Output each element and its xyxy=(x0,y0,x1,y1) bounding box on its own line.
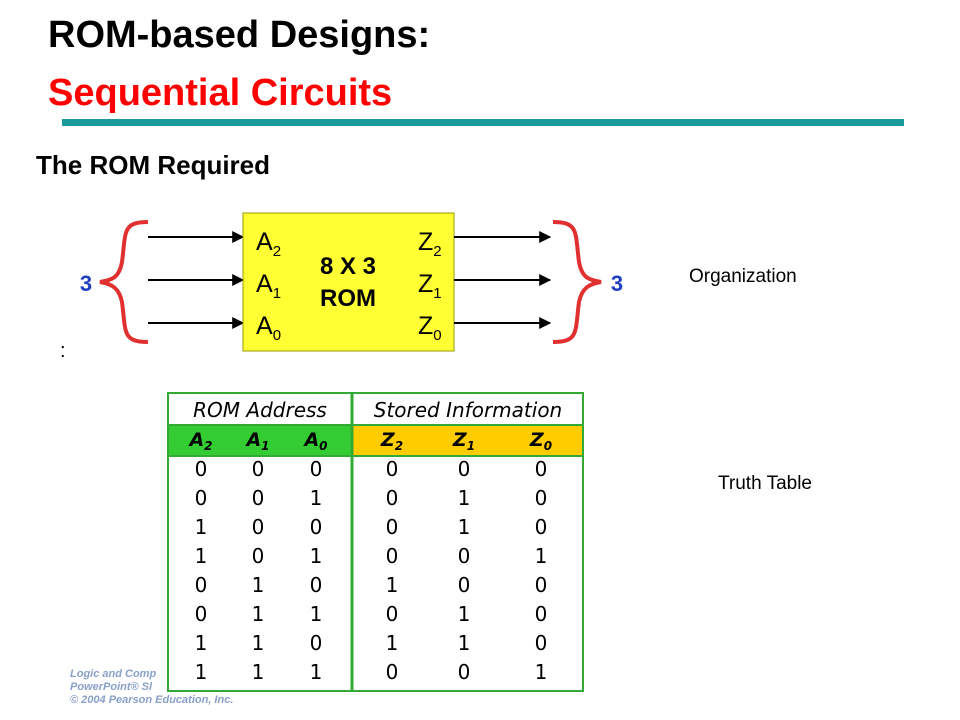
output-label-z2: Z2 xyxy=(418,228,442,260)
truth-table-label: Truth Table xyxy=(718,473,812,494)
table-cell: 1 xyxy=(386,631,399,655)
table-cell: 1 xyxy=(310,602,323,626)
table-cell: 0 xyxy=(310,515,323,539)
table-row: 1 1 1 0 0 1 xyxy=(195,660,548,684)
organization-label: Organization xyxy=(689,266,797,287)
table-cell: 0 xyxy=(535,515,548,539)
section-heading: The ROM Required xyxy=(36,150,271,180)
table-cell: 0 xyxy=(252,486,265,510)
table-cell: 0 xyxy=(252,515,265,539)
table-cell: 1 xyxy=(310,544,323,568)
table-cell: 0 xyxy=(310,457,323,481)
table-row: 0 1 1 0 1 0 xyxy=(195,602,548,626)
title-divider xyxy=(62,119,904,126)
table-cell: 0 xyxy=(458,457,471,481)
table-cell: 0 xyxy=(310,573,323,597)
table-cell: 1 xyxy=(458,602,471,626)
slide-title: ROM-based Designs: xyxy=(48,14,431,56)
table-cell: 0 xyxy=(386,660,399,684)
output-label-z0: Z0 xyxy=(418,312,442,344)
output-label-z1: Z1 xyxy=(418,270,442,302)
table-cell: 1 xyxy=(458,515,471,539)
rom-size-label: 8 X 3 xyxy=(320,253,376,280)
column-header-a1: A1 xyxy=(244,429,269,453)
column-header-z2: Z2 xyxy=(380,429,403,453)
table-cell: 1 xyxy=(195,631,208,655)
rom-box xyxy=(242,212,455,352)
table-cell: 1 xyxy=(310,660,323,684)
table-cell: 1 xyxy=(252,631,265,655)
table-cell: 0 xyxy=(535,486,548,510)
rom-name-label: ROM xyxy=(320,285,376,312)
table-cell: 0 xyxy=(535,457,548,481)
table-cell: 0 xyxy=(535,602,548,626)
table-cell: 0 xyxy=(535,573,548,597)
table-row: 1 0 1 0 0 1 xyxy=(195,544,548,568)
output-brace xyxy=(552,220,602,344)
table-cell: 0 xyxy=(458,544,471,568)
table-cell: 0 xyxy=(535,631,548,655)
table-cell: 1 xyxy=(195,544,208,568)
table-cell: 0 xyxy=(386,544,399,568)
column-header-z1: Z1 xyxy=(452,429,475,453)
table-row: 0 0 1 0 1 0 xyxy=(195,486,548,510)
table-cell: 1 xyxy=(252,602,265,626)
table-cell: 0 xyxy=(386,486,399,510)
slide-title-highlight: Sequential Circuits xyxy=(48,72,393,114)
input-label-a2: A2 xyxy=(256,228,281,260)
table-cell: 1 xyxy=(458,631,471,655)
table-cell: 1 xyxy=(252,573,265,597)
address-header-bar xyxy=(169,426,352,455)
copyright-notice: Logic and Comp PowerPoint® Sl © 2004 Pea… xyxy=(70,668,234,706)
input-label-a1: A1 xyxy=(256,270,281,302)
output-count: 3 xyxy=(611,271,623,296)
input-label-a0: A0 xyxy=(256,312,281,344)
group-header-stored-information: Stored Information xyxy=(374,398,562,422)
table-cell: 1 xyxy=(458,486,471,510)
table-cell: 0 xyxy=(195,457,208,481)
column-header-a2: A2 xyxy=(187,429,212,453)
table-cell: 1 xyxy=(535,660,548,684)
table-cell: 0 xyxy=(195,602,208,626)
table-cell: 0 xyxy=(252,457,265,481)
table-row: 0 1 0 1 0 0 xyxy=(195,573,548,597)
table-cell: 1 xyxy=(535,544,548,568)
table-row: 0 0 0 0 0 0 xyxy=(195,457,548,481)
table-cell: 0 xyxy=(310,631,323,655)
table-row: 1 0 0 0 1 0 xyxy=(195,515,548,539)
table-cell: 1 xyxy=(386,573,399,597)
table-cell: 0 xyxy=(195,573,208,597)
table-cell: 0 xyxy=(458,660,471,684)
table-cell: 1 xyxy=(252,660,265,684)
group-header-rom-address: ROM Address xyxy=(193,398,327,422)
column-header-z0: Z0 xyxy=(529,429,552,453)
column-header-a0: A0 xyxy=(302,429,327,453)
table-cell: 0 xyxy=(386,602,399,626)
table-cell: 0 xyxy=(195,486,208,510)
info-header-bar xyxy=(353,426,582,455)
table-cell: 0 xyxy=(386,457,399,481)
table-cell: 1 xyxy=(310,486,323,510)
table-cell: 0 xyxy=(386,515,399,539)
table-cell: 1 xyxy=(195,515,208,539)
table-row: 1 1 0 1 1 0 xyxy=(195,631,548,655)
colon-mark: : xyxy=(60,340,66,362)
table-cell: 1 xyxy=(195,660,208,684)
table-cell: 0 xyxy=(458,573,471,597)
table-cell: 0 xyxy=(252,544,265,568)
input-count: 3 xyxy=(80,271,92,296)
input-brace xyxy=(99,220,149,344)
